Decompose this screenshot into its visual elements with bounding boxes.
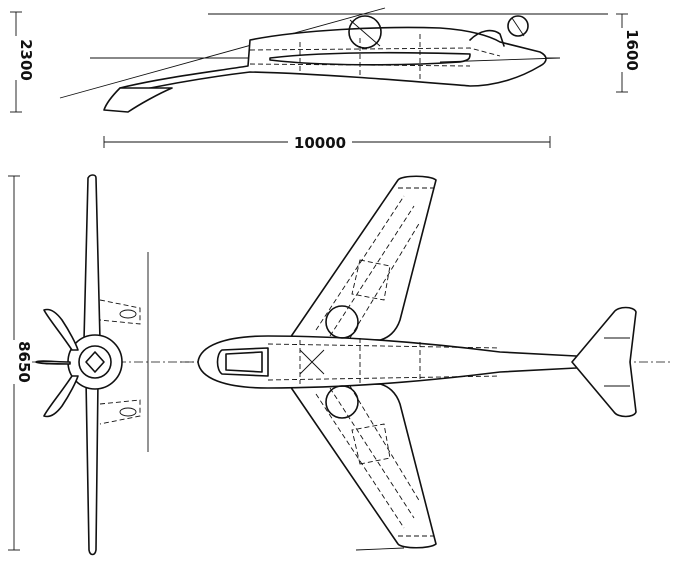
height-dimension-label: 2300 xyxy=(17,39,35,81)
side-view: 2300 1600 10000 xyxy=(6,7,641,152)
tail-height-dimension-label: 1600 xyxy=(623,29,641,71)
front-view: 8650 xyxy=(4,174,200,556)
top-view xyxy=(180,175,670,551)
length-dimension-label: 10000 xyxy=(294,134,346,152)
span-dimension-label: 8650 xyxy=(15,341,33,383)
